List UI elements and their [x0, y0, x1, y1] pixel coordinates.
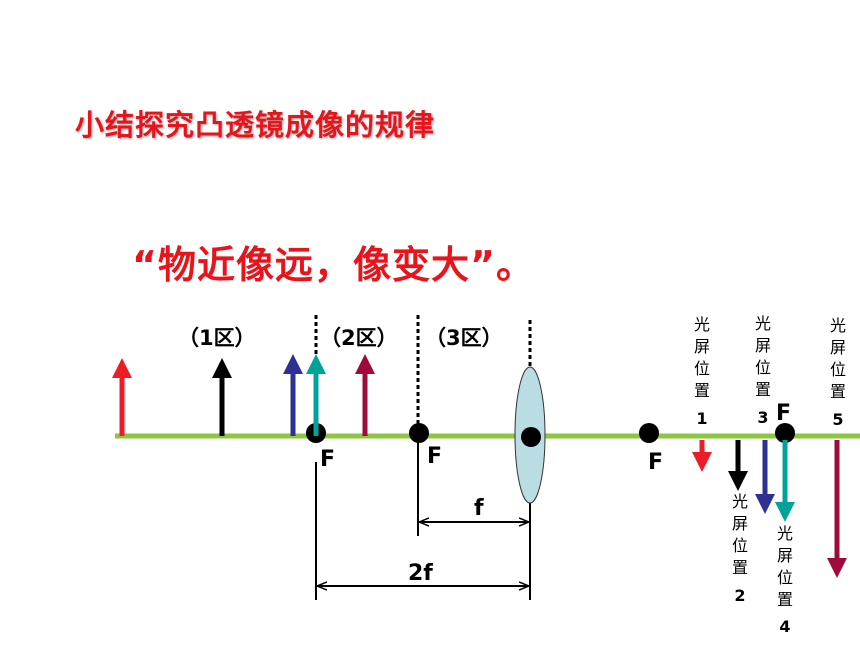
svg-text:置: 置 [777, 590, 793, 609]
svg-text:位: 位 [755, 358, 771, 377]
point-2f-right [775, 423, 795, 443]
label-2f-right: F [776, 401, 791, 426]
svg-text:屏: 屏 [777, 546, 793, 565]
dimension-2f-label: 2f [408, 561, 433, 586]
svg-text:置: 置 [694, 381, 710, 400]
svg-text:4: 4 [779, 617, 790, 636]
svg-text:3: 3 [757, 408, 768, 427]
svg-text:屏: 屏 [694, 337, 710, 356]
label-2f-point: F [320, 447, 335, 472]
svg-text:2: 2 [734, 586, 745, 605]
focus-point-right [639, 423, 659, 443]
imaging-rule-text: “物近像远，像变大”。 [132, 243, 535, 287]
zone-1-label: （1区） [178, 326, 256, 350]
svg-text:光: 光 [694, 315, 710, 334]
lens-center-point [521, 427, 541, 447]
svg-text:位: 位 [694, 359, 710, 378]
svg-text:置: 置 [755, 380, 771, 399]
screen-position-5-label: 光 屏 位 置 5 [830, 316, 846, 429]
zone-3-label: （3区） [425, 326, 503, 350]
svg-text:置: 置 [732, 558, 748, 577]
screen-position-1-label: 光 屏 位 置 1 [694, 315, 710, 428]
slide-title: 小结探究凸透镜成像的规律 [75, 108, 436, 142]
dimension-f-label: f [474, 496, 484, 521]
svg-text:置: 置 [830, 382, 846, 401]
svg-text:光: 光 [732, 492, 748, 511]
label-focus-right: F [648, 450, 663, 475]
svg-text:位: 位 [777, 568, 793, 587]
svg-text:5: 5 [832, 410, 843, 429]
svg-text:屏: 屏 [755, 336, 771, 355]
screen-position-2-label: 光 屏 位 置 2 [732, 492, 748, 605]
svg-text:光: 光 [777, 524, 793, 543]
screen-position-3-label: 光 屏 位 置 3 [755, 314, 771, 427]
focus-point-left [409, 423, 429, 443]
svg-text:位: 位 [732, 536, 748, 555]
screen-position-4-label: 光 屏 位 置 4 [777, 524, 793, 636]
svg-text:位: 位 [830, 360, 846, 379]
svg-text:屏: 屏 [830, 338, 846, 357]
zone-2-label: （2区） [320, 326, 398, 350]
svg-text:屏: 屏 [732, 514, 748, 533]
svg-text:1: 1 [696, 409, 707, 428]
label-focus-left: F [427, 444, 442, 469]
svg-text:光: 光 [830, 316, 846, 335]
svg-text:光: 光 [755, 314, 771, 333]
